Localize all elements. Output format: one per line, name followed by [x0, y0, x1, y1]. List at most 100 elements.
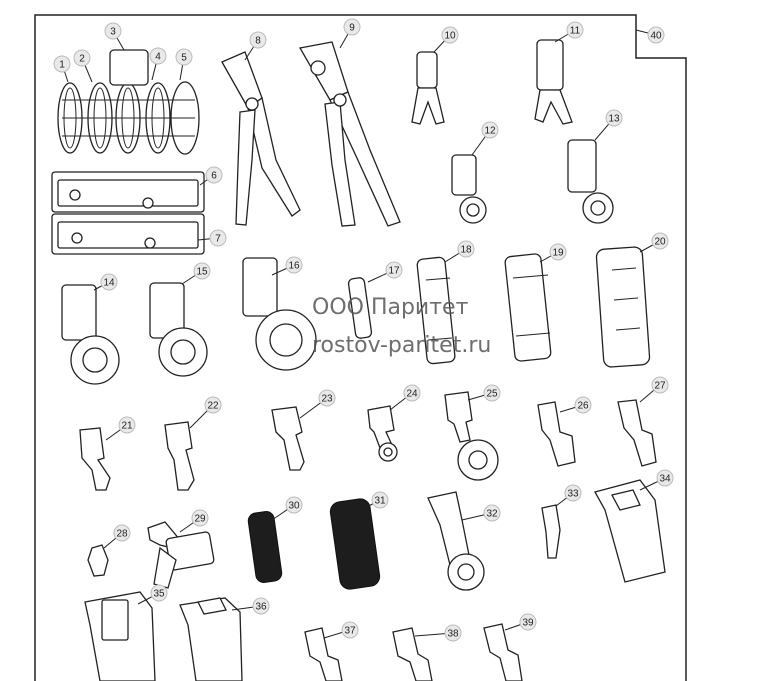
callout-badge: [104, 22, 122, 40]
callout-30: 30: [271, 496, 303, 521]
callout-number: 25: [486, 389, 498, 400]
terminal-23: [271, 406, 305, 471]
connector-housing-34: [594, 479, 666, 583]
callout-badge: [73, 49, 91, 67]
callout-badge: [318, 389, 336, 407]
terminal-21: [79, 427, 111, 491]
callout-badge: [341, 621, 359, 639]
callout-number: 32: [486, 509, 498, 520]
callout-badge: [403, 384, 421, 402]
callout-number: 35: [153, 589, 165, 600]
black-sleeve-30: [247, 511, 283, 583]
callout-35: 35: [137, 584, 168, 605]
callout-number: 24: [406, 389, 418, 400]
callout-number: 13: [608, 114, 620, 125]
callout-badge: [444, 624, 462, 642]
callout-badge: [53, 55, 71, 73]
callout-38: 38: [414, 624, 462, 642]
callout-31: 31: [364, 491, 389, 509]
callout-5: 5: [175, 48, 193, 81]
callout-badge: [285, 496, 303, 514]
ring-terminal-14: [61, 284, 120, 385]
callout-number: 22: [207, 401, 219, 412]
connector-housing-36: [179, 597, 243, 681]
callout-number: 5: [181, 53, 187, 64]
callout-number: 40: [650, 31, 662, 42]
callout-20: 20: [639, 232, 669, 253]
terminal-33: [541, 504, 561, 559]
callout-3: 3: [104, 22, 125, 51]
crimping-tool-illustration: [298, 41, 401, 227]
callout-28: 28: [103, 524, 131, 549]
callout-badge: [441, 26, 459, 44]
callout-badge: [118, 416, 136, 434]
callout-21: 21: [105, 416, 136, 441]
callout-39: 39: [504, 613, 537, 631]
ring-terminal-12: [451, 154, 487, 224]
callout-37: 37: [323, 621, 359, 639]
heat-shrink-sleeve-20: [595, 246, 651, 368]
callout-17: 17: [367, 261, 403, 283]
callout-number: 15: [196, 267, 208, 278]
callout-29: 29: [179, 509, 209, 533]
terminal-22: [164, 421, 195, 491]
callout-7: 7: [197, 229, 227, 247]
callout-36: 36: [231, 597, 270, 615]
callout-number: 29: [194, 514, 206, 525]
connector-29: [147, 521, 215, 589]
callout-19: 19: [539, 243, 567, 263]
callout-number: 6: [211, 171, 217, 182]
callout-number: 14: [103, 278, 115, 289]
callout-34: 34: [639, 469, 674, 491]
butt-connector-18: [416, 256, 456, 365]
callout-badge: [343, 18, 361, 36]
callout-number: 34: [659, 474, 671, 485]
callout-number: 3: [110, 27, 116, 38]
spade-terminal-11: [534, 39, 573, 125]
callout-32: 32: [461, 504, 501, 522]
callout-number: 20: [654, 237, 666, 248]
callout-badge: [605, 109, 623, 127]
ring-terminal-32: [427, 491, 485, 591]
callout-33: 33: [555, 484, 582, 507]
callout-number: 10: [444, 31, 456, 42]
black-sleeve-31: [329, 498, 381, 590]
callout-badge: [564, 484, 582, 502]
callout-23: 23: [299, 389, 336, 419]
callout-number: 33: [567, 489, 579, 500]
callout-13: 13: [594, 109, 623, 141]
callout-24: 24: [389, 384, 421, 411]
callout-number: 26: [577, 401, 589, 412]
watermark-line-2: rostov-paritet.ru: [312, 333, 491, 358]
callout-badge: [385, 261, 403, 279]
callout-number: 30: [288, 501, 300, 512]
callout-badge: [100, 273, 118, 291]
callout-badge: [457, 240, 475, 258]
callout-number: 2: [79, 54, 85, 65]
callout-number: 9: [349, 23, 355, 34]
callout-22: 22: [189, 396, 222, 429]
callout-number: 8: [255, 36, 261, 47]
callout-number: 27: [654, 381, 666, 392]
callout-40: 40: [635, 26, 665, 44]
callout-4: 4: [149, 47, 167, 81]
callout-2: 2: [73, 49, 93, 83]
callout-9: 9: [339, 18, 361, 49]
callout-number: 18: [460, 245, 472, 256]
callout-number: 16: [288, 261, 300, 272]
callout-badge: [549, 243, 567, 261]
callout-number: 4: [155, 52, 161, 63]
callout-badge: [647, 26, 665, 44]
callout-number: 36: [255, 602, 267, 613]
callout-1: 1: [53, 55, 71, 83]
callout-number: 31: [374, 496, 386, 507]
callout-badge: [371, 491, 389, 509]
butt-connector-19: [504, 253, 552, 362]
callout-number: 21: [121, 421, 133, 432]
callout-badge: [249, 31, 267, 49]
terminal-27: [617, 399, 657, 467]
callout-badge: [252, 597, 270, 615]
callout-27: 27: [639, 376, 669, 403]
ring-terminal-16: [242, 257, 317, 371]
